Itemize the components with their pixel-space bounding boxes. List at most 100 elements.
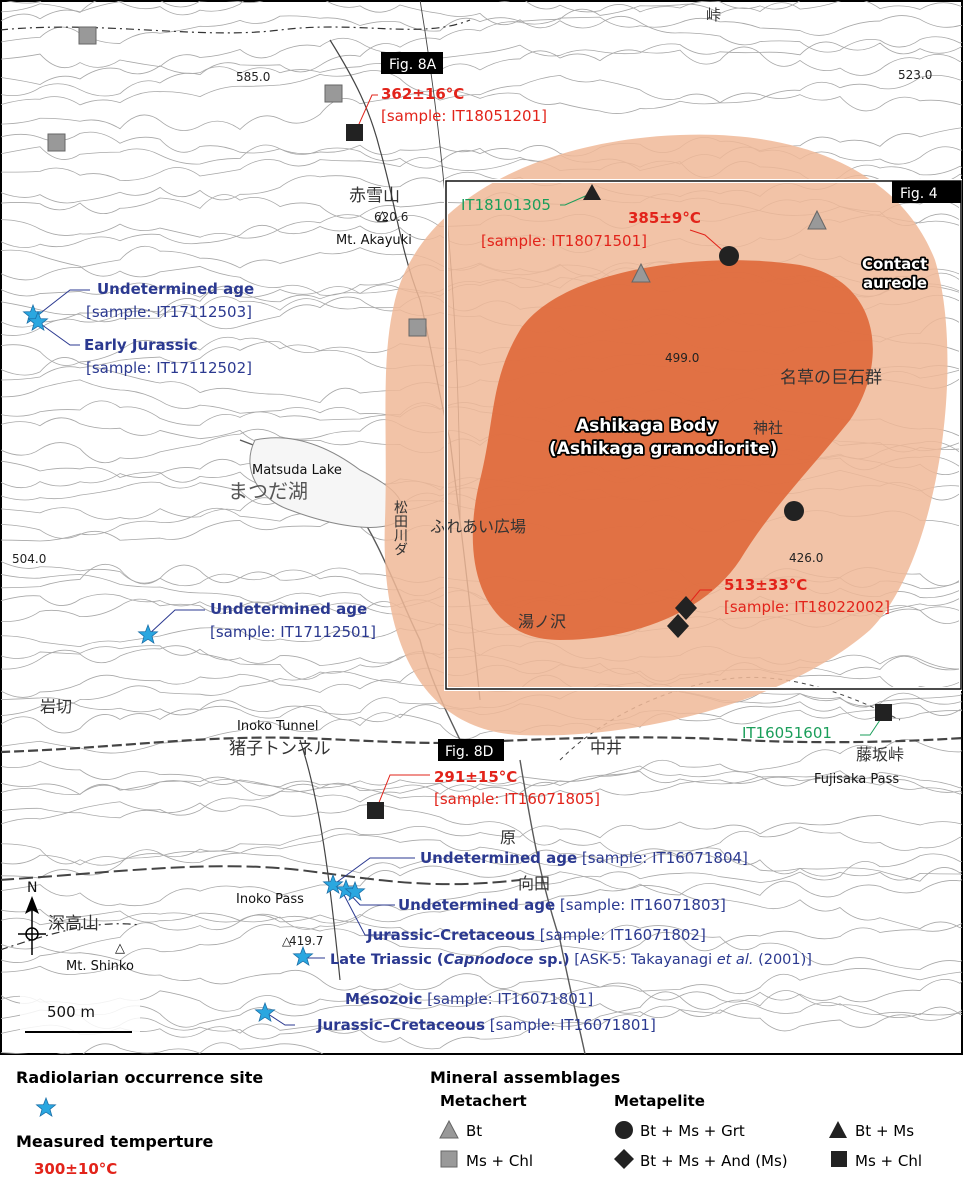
- boundary-north: [1, 19, 471, 34]
- contour-line: [57, 1042, 324, 1054]
- metapelite-ms-chl-symbol: [367, 802, 384, 819]
- leader-line: [689, 229, 730, 257]
- akayuki-en-label: Mt. Akayuki: [336, 233, 412, 248]
- leader-line: [375, 774, 430, 811]
- temperature-annotations: 362±16°C [sample: IT18051201] 385±9°C [s…: [381, 85, 890, 808]
- spot-height: 426.0: [789, 551, 823, 565]
- hara-label: 原: [500, 828, 516, 847]
- river-south: [519, 759, 586, 1054]
- metapelite-bt-ms-grt-symbol: [784, 501, 804, 521]
- legend-temp-example: 300±10°C: [34, 1160, 117, 1178]
- contour-line: [1, 1, 962, 53]
- radiolarian-annotation: Jurassic–Cretaceous [sample: IT16071802]: [366, 926, 706, 944]
- contour-line: [1, 865, 962, 930]
- legend-metapelite-and-symbol: [614, 1149, 634, 1169]
- contour-line: [1, 127, 962, 171]
- contour-line: [1, 853, 962, 930]
- legend-metapelite-bt-ms-symbol: [829, 1121, 847, 1138]
- contour-line: [1, 833, 962, 882]
- shrine-label: 神社: [753, 419, 783, 437]
- contour-line: [1, 70, 962, 114]
- mukaida-label: 向田: [518, 874, 550, 893]
- metapelite-bt-ms-grt-symbol: [719, 246, 739, 266]
- north-arrow: N: [18, 880, 46, 955]
- scale-bar: 500 m: [20, 990, 140, 1038]
- inoko-pass-label: Inoko Pass: [236, 892, 304, 907]
- iwakiri-label: 岩切: [40, 697, 72, 716]
- leader-line: [332, 857, 415, 886]
- temperature-sample: [sample: IT16071805]: [434, 790, 600, 808]
- radiolarian-age: Undetermined age: [97, 280, 254, 298]
- fig8d-tag: Fig. 8D: [445, 744, 493, 760]
- contour-line: [1, 978, 962, 1012]
- contour-line: [1, 37, 962, 69]
- contour-line: [1, 15, 962, 97]
- legend-item-label: Ms + Chl: [855, 1152, 922, 1170]
- spot-height: 499.0: [665, 351, 699, 365]
- temperature-sample: [sample: IT18051201]: [381, 107, 547, 125]
- sample-id-green: IT18101305: [461, 196, 551, 214]
- matsuda-jp-label: まつだ湖: [228, 479, 308, 503]
- legend-metapelite-grt-symbol: [615, 1121, 633, 1139]
- leader-line: [37, 289, 90, 316]
- figure-tags: Fig. 8A Fig. 4 Fig. 8D: [381, 52, 961, 761]
- contact-aureole-label-2: aureole: [863, 274, 927, 292]
- ashikaga-granodiorite-label: (Ashikaga granodiorite): [549, 439, 777, 459]
- contour-line: [1, 74, 962, 131]
- inoko-tunnel-en-label: Inoko Tunnel: [237, 719, 318, 734]
- radiolarian-star-icon: [344, 880, 366, 902]
- metapelite-bt-ms-symbol: [583, 184, 601, 200]
- radiolarian-annotation: Jurassic–Cretaceous [sample: IT16071801]: [316, 1016, 656, 1034]
- metapelite-bt-ms-and-symbol: [675, 596, 697, 620]
- legend-metachert-bt-symbol: [439, 1119, 459, 1139]
- contour-line: [1, 776, 962, 825]
- radiolarian-star-icon: [254, 1001, 276, 1023]
- contour-line: [1, 739, 962, 803]
- mineral-symbols: [47, 26, 892, 819]
- metapelite-bt-ms-and-symbol: [667, 614, 689, 638]
- sample-id-green: IT16051601: [742, 724, 832, 742]
- ashikaga-body-area: [472, 260, 873, 640]
- nakai-label: 中井: [590, 738, 622, 757]
- spot-height: 419.7: [289, 934, 323, 948]
- leader-lines: [37, 94, 885, 1026]
- fig8a-tag-bg: [381, 52, 443, 74]
- metachert-bt-symbol: [807, 209, 827, 230]
- radiolarian-star-icon: [292, 945, 314, 967]
- contour-lines: [1, 1, 962, 1054]
- radiolarian-sample: [sample: IT17112502]: [86, 359, 252, 377]
- radiolarian-annotations-west: Undetermined age [sample: IT17112503] Ea…: [84, 280, 376, 641]
- legend-temp-title: Measured temperture: [16, 1132, 214, 1151]
- spot-height: 504.0: [12, 552, 46, 566]
- yunosawa-label: 湯ノ沢: [518, 612, 566, 631]
- contour-line: [1, 46, 962, 85]
- contour-line: [1, 765, 962, 797]
- matsuda-en-label: Matsuda Lake: [252, 463, 342, 478]
- radiolarian-annotation: Late Triassic (Capnodoce sp.) [ASK-5: Ta…: [330, 952, 812, 968]
- spot-height: 585.0: [236, 70, 270, 84]
- radiolarian-sample: [sample: IT17112503]: [86, 303, 252, 321]
- spot-heights: 585.0 523.0 620.6 499.0 426.0 504.0 419.…: [12, 68, 932, 948]
- contour-line: [1, 989, 962, 1032]
- legend: Radiolarian occurrence site Measured tem…: [16, 1068, 922, 1178]
- metapelite-ms-chl-symbol: [346, 124, 363, 141]
- contour-line: [1, 1, 962, 44]
- legend-mineral-title: Mineral assemblages: [430, 1068, 620, 1087]
- legend-radiolarian-title: Radiolarian occurrence site: [16, 1068, 263, 1087]
- radiolarian-star-icon: [27, 310, 49, 332]
- pass-jp-label: 峠: [706, 6, 721, 24]
- legend-metachert-title: Metachert: [440, 1092, 527, 1110]
- leader-line: [560, 193, 591, 206]
- leader-line: [342, 892, 395, 936]
- legend-item-label: Bt: [466, 1122, 482, 1140]
- legend-star-icon: [35, 1096, 57, 1118]
- nagusa-label: 名草の巨石群: [780, 368, 882, 388]
- legend-metachert-ms-chl-symbol: [440, 1150, 458, 1168]
- north-arrow-circle: [25, 927, 39, 941]
- contact-aureole-label-1: Contact: [862, 255, 927, 273]
- contour-line: [1, 990, 962, 1050]
- temperature-value: 385±9°C: [628, 209, 701, 227]
- metachert-ms-chl-symbol: [47, 133, 66, 152]
- metachert-ms-chl-symbol: [78, 26, 97, 45]
